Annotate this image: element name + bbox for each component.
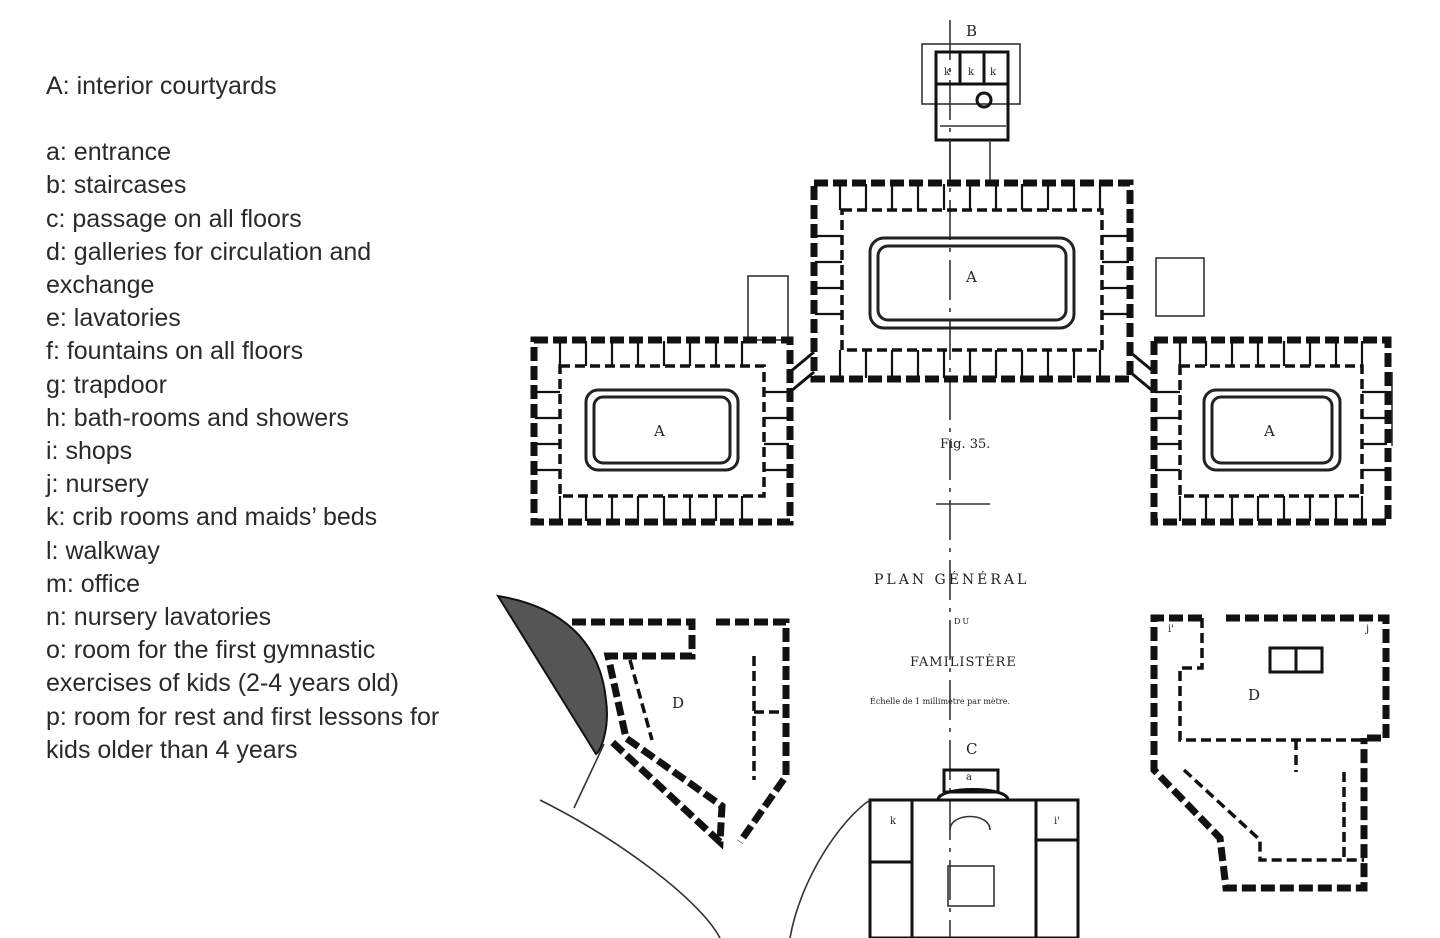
legend-item-n: n: nursery lavatories [46, 603, 272, 632]
courtyard-label: A [1263, 422, 1275, 440]
label-c: C [966, 740, 977, 758]
outbuilding-right [1155, 257, 1205, 317]
central-courtyard [868, 236, 1076, 330]
label-d: D [672, 694, 684, 712]
room-k-label: k [890, 816, 897, 827]
legend-heading: A: interior courtyards [46, 72, 277, 100]
right-pavilion-outer-wall [1150, 336, 1392, 526]
annex-b-outline [921, 43, 1021, 105]
connector-right [1129, 370, 1155, 394]
plan-title: PLAN GÉNÉRAL [874, 570, 1029, 588]
central-pavilion: A [810, 179, 1134, 383]
left-pavilion-outer-wall [530, 336, 794, 526]
connector-left [789, 350, 815, 374]
left-pavilion-gallery [558, 364, 766, 498]
nursery-wing-left: D [495, 594, 790, 938]
right-pavilion-partitions [1155, 341, 1387, 521]
central-courtyard-inner [876, 244, 1068, 322]
semicircle-garden [495, 594, 608, 756]
legend-item-f: f: fountains on all floors [46, 337, 304, 366]
label-d: D [1248, 686, 1260, 704]
legend-item-k: k: crib rooms and maids’ beds [46, 503, 378, 532]
nursery-wing-left-wall [716, 618, 790, 845]
legend-item-g: g: trapdoor [46, 370, 167, 399]
plan-scale: Échelle de 1 millimètre par mètre. [870, 697, 1010, 706]
annex-b-fixture [975, 91, 993, 109]
room-label: i' [1054, 816, 1060, 827]
nursery-wing-right-wall [1226, 614, 1390, 742]
courtyard-label: A [653, 422, 665, 440]
annex-b: B k k k [921, 22, 1021, 180]
legend: A: interior courtyards a: entrance b: st… [46, 70, 466, 767]
room-k-label: k [968, 67, 975, 78]
path-line [573, 743, 605, 809]
connector-left [789, 370, 815, 394]
central-pavilion-partitions [815, 184, 1129, 378]
building-c-walls [868, 798, 1080, 938]
legend-item-m: m: office [46, 569, 141, 598]
nursery-wing-right-wall [1150, 614, 1368, 892]
room-label: j [1365, 624, 1369, 635]
left-courtyard [584, 388, 740, 472]
figure-label: Fig. 35. [940, 437, 990, 452]
legend-item-o: o: room for the first gymnastic exercise… [46, 636, 399, 698]
room-label: i' [1168, 624, 1174, 635]
floor-plan-drawing: B k k k A [495, 20, 1393, 938]
building-c-stair [949, 815, 991, 831]
legend-item-b: b: staircases [46, 171, 187, 200]
legend-item-h: h: bath-rooms and showers [46, 403, 349, 432]
nursery-wing-right-partition [1178, 618, 1362, 742]
legend-item-c: c: passage on all floors [46, 204, 302, 233]
left-pavilion: A [530, 336, 794, 526]
legend-item-e: e: lavatories [46, 304, 181, 333]
annex-b-walls [934, 50, 1010, 142]
plan-title-du: DU [954, 617, 971, 626]
nursery-wing-left-wall [572, 618, 726, 850]
right-pavilion: A [1150, 336, 1392, 526]
path-curve [789, 799, 871, 938]
nursery-wing-left-partition [628, 659, 654, 741]
right-pavilion-gallery [1178, 364, 1364, 498]
building-c-apse [936, 788, 1010, 801]
right-courtyard [1202, 388, 1342, 472]
outbuilding-left [747, 275, 789, 341]
nursery-wing-right-partition [1182, 768, 1364, 862]
courtyard-label: A [965, 268, 977, 286]
right-courtyard-inner [1210, 395, 1334, 465]
connector-right [1129, 350, 1155, 374]
building-c-porch [942, 768, 1000, 794]
legend-item-a: a: entrance [46, 138, 172, 167]
legend-item-l: l: walkway [46, 536, 160, 565]
building-c: C k i' a [789, 740, 1080, 938]
central-pavilion-outer-wall [810, 179, 1134, 383]
left-courtyard-inner [592, 395, 732, 465]
legend-item-i: i: shops [46, 437, 133, 466]
left-pavilion-partitions [535, 341, 789, 521]
legend-item-d: d: galleries for circulation and exchang… [46, 237, 372, 300]
room-a-label: a [966, 772, 972, 783]
central-pavilion-gallery [840, 208, 1104, 352]
room-k-label: k [944, 67, 951, 78]
plan-subtitle: FAMILISTÈRE [910, 654, 1017, 670]
legend-item-j: j: nursery [46, 470, 149, 499]
room-k-label: k [990, 67, 997, 78]
legend-item-p: p: room for rest and first lessons for k… [46, 702, 440, 764]
path-curve [539, 799, 721, 938]
label-b: B [966, 22, 977, 40]
building-c-stair-block [947, 865, 995, 907]
nursery-wing-right: D i' j [1150, 614, 1390, 892]
